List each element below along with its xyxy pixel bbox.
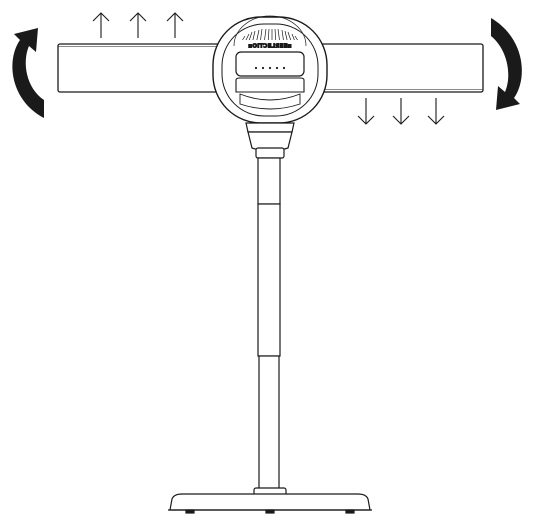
fan-base	[168, 487, 372, 514]
indicator-leds	[254, 66, 286, 70]
arrow-down-icon	[392, 98, 410, 125]
airflow-down-arrows	[357, 98, 445, 125]
arrow-down-icon	[427, 98, 445, 125]
right-arm	[304, 43, 484, 93]
arrow-up-icon	[166, 12, 184, 38]
central-hub: ᴎOITƆƎ⅃ЯƎƎᴎ	[212, 15, 328, 124]
arrow-up-icon	[129, 12, 147, 38]
airflow-up-arrows	[92, 12, 184, 38]
fan-arms	[57, 43, 484, 93]
rotation-arrow-left-icon	[12, 28, 44, 118]
brand-plate	[238, 40, 302, 50]
arrow-up-icon	[92, 12, 110, 38]
fan-neck	[245, 122, 295, 159]
fan-pole	[257, 157, 281, 493]
brand-label: ᴎOITƆƎ⅃ЯƎƎᴎ	[248, 43, 291, 50]
left-arm	[57, 43, 231, 93]
rotation-arrow-right-icon	[491, 18, 522, 110]
control-panel	[235, 51, 305, 77]
arrow-down-icon	[357, 98, 375, 125]
